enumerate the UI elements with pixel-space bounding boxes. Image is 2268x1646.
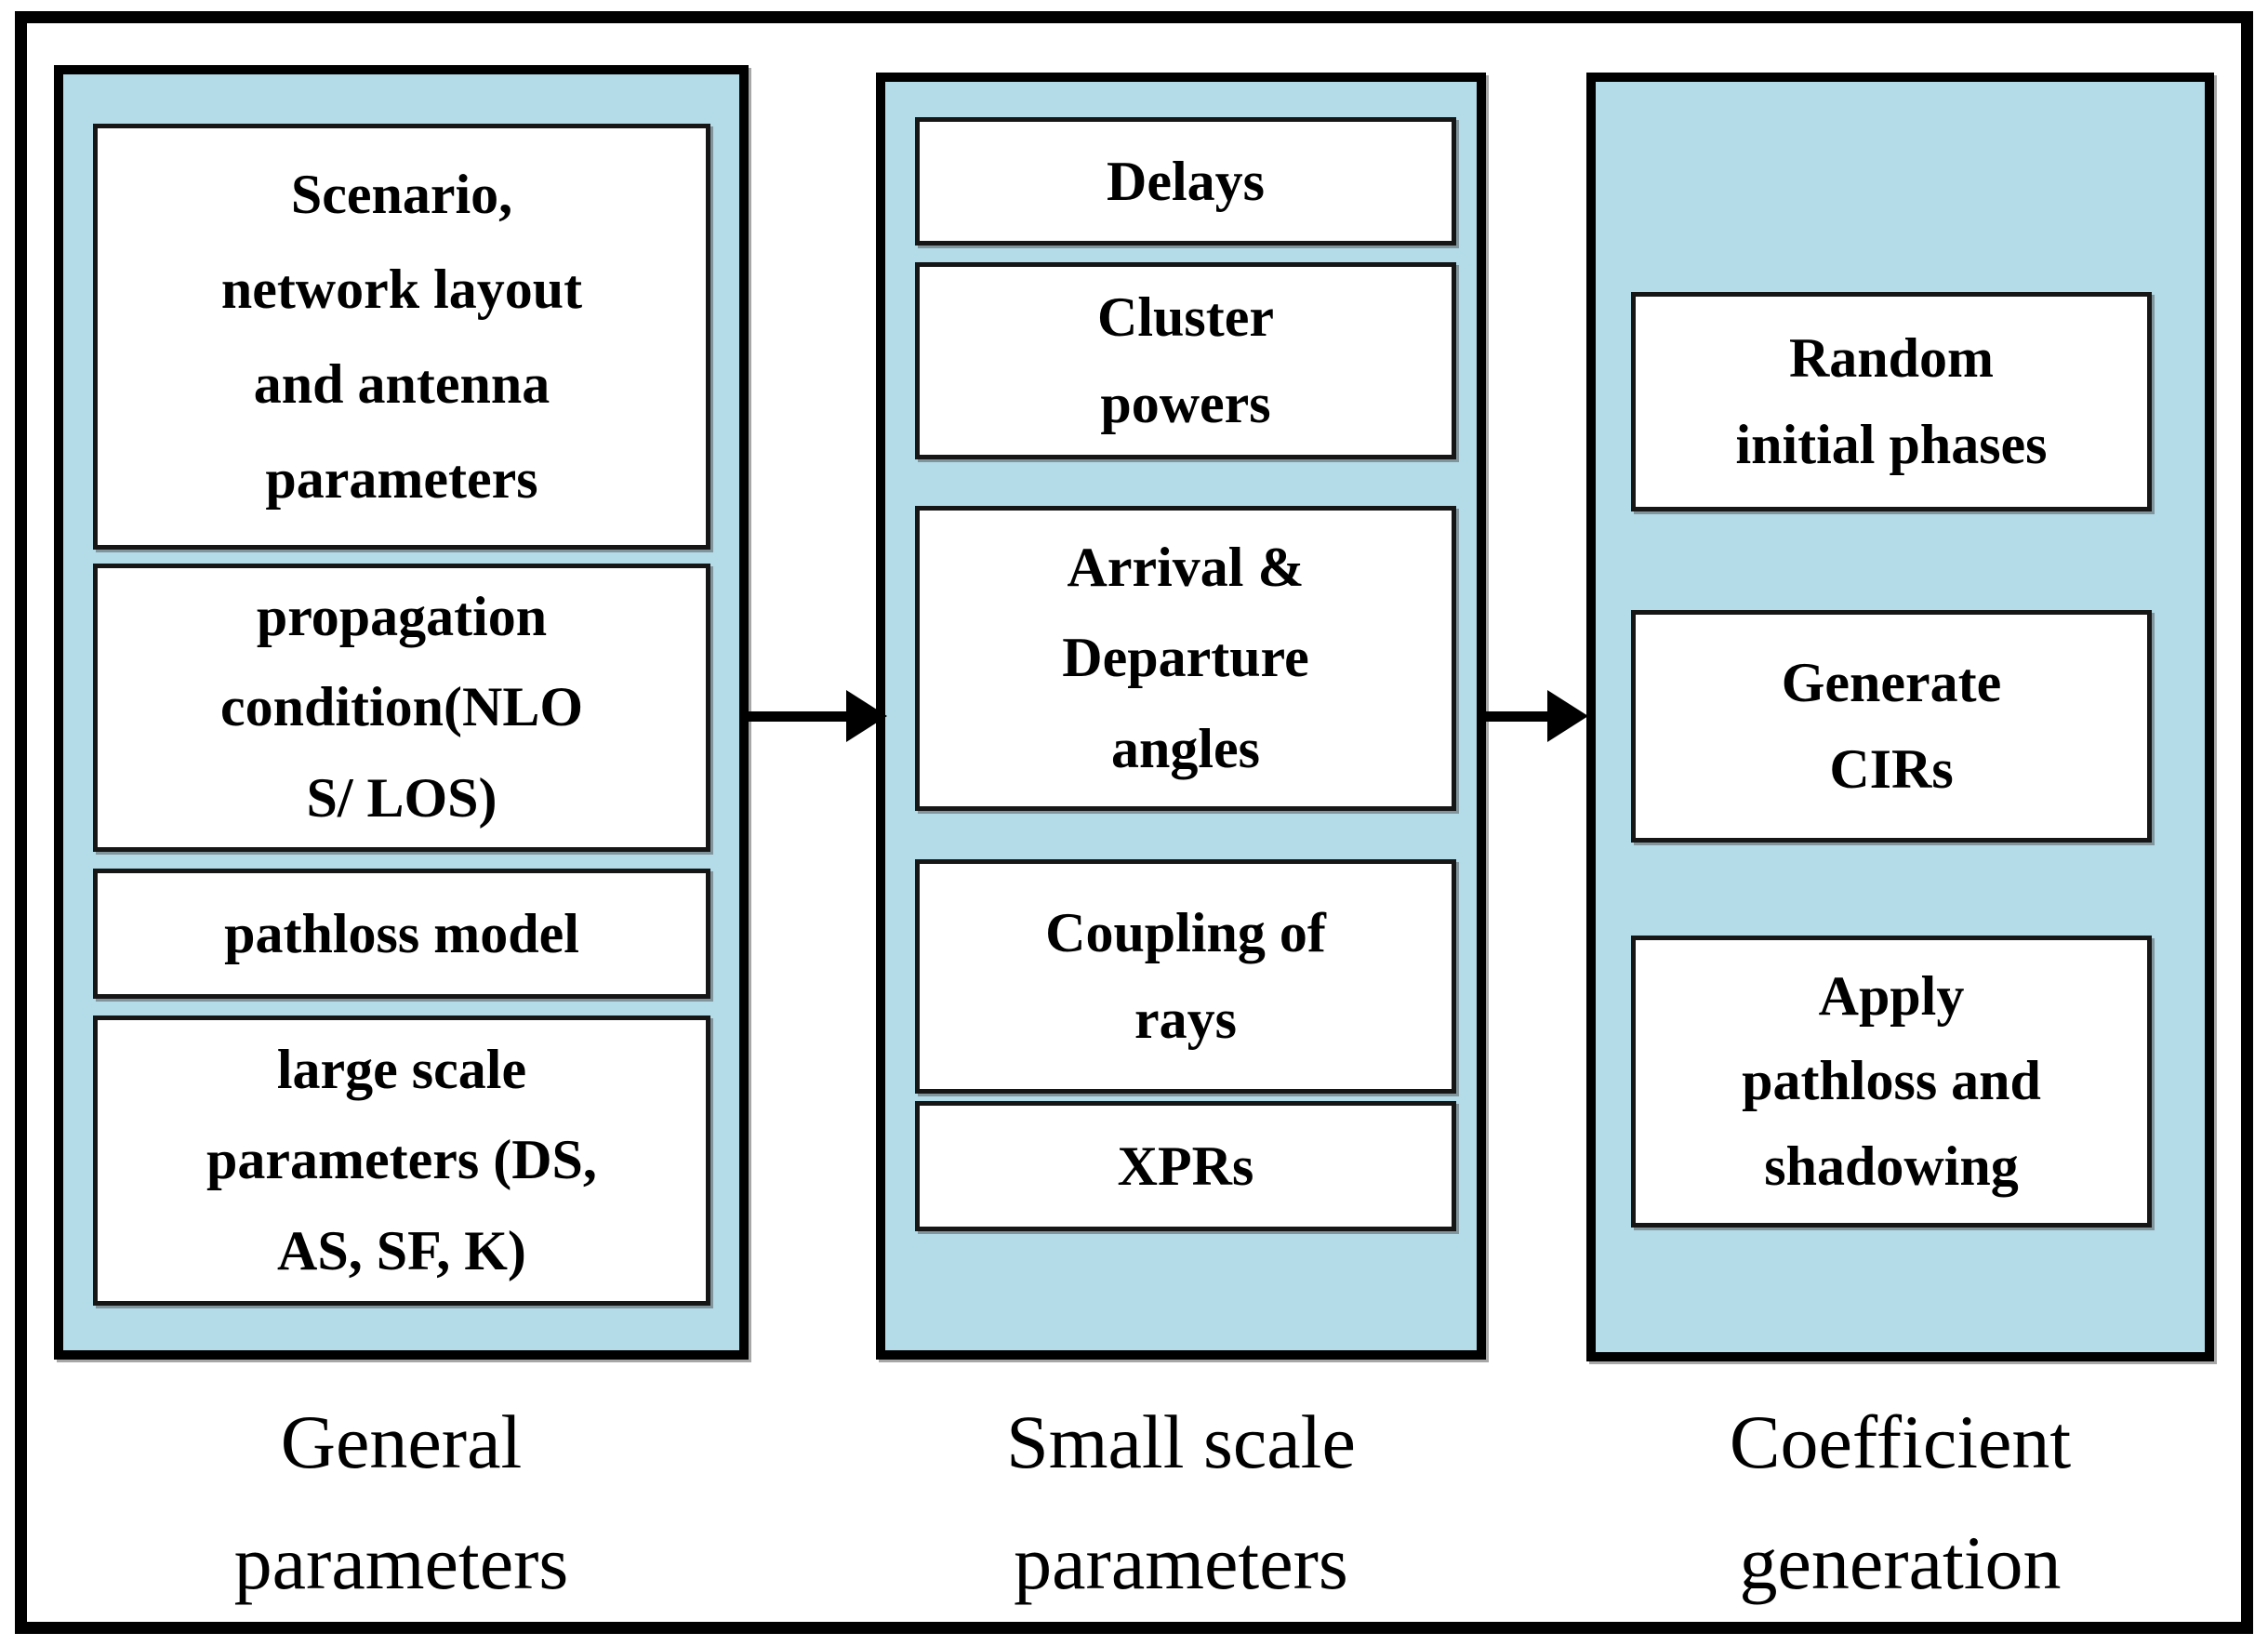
box-generate-cirs: Generate CIRs bbox=[1631, 610, 2152, 843]
box-delays: Delays bbox=[915, 117, 1456, 246]
box-apply-pathloss-shadowing: Apply pathloss and shadowing bbox=[1631, 936, 2152, 1228]
box-random-initial-phases: Random initial phases bbox=[1631, 292, 2152, 511]
caption-coefficient-generation: Coefficient generation bbox=[1729, 1400, 2072, 1605]
caption-general-parameters: General parameters bbox=[233, 1400, 569, 1605]
box-pathloss-model: pathloss model bbox=[93, 869, 710, 999]
outer-frame bbox=[15, 11, 2253, 1634]
arrow-shaft bbox=[1484, 711, 1549, 722]
arrow-shaft bbox=[746, 711, 848, 722]
box-propagation-condition: propagation condition(NLO S/ LOS) bbox=[93, 564, 710, 852]
caption-small-scale-parameters: Small scale parameters bbox=[1006, 1400, 1356, 1605]
box-xprs: XPRs bbox=[915, 1101, 1456, 1231]
arrow-head bbox=[846, 690, 887, 742]
box-cluster-powers: Cluster powers bbox=[915, 262, 1456, 459]
box-large-scale-parameters: large scale parameters (DS, AS, SF, K) bbox=[93, 1015, 710, 1306]
arrow-head bbox=[1547, 690, 1588, 742]
box-arrival-departure-angles: Arrival & Departure angles bbox=[915, 506, 1456, 811]
box-scenario-network-antenna: Scenario, network layout and antenna par… bbox=[93, 124, 710, 550]
box-coupling-of-rays: Coupling of rays bbox=[915, 859, 1456, 1094]
